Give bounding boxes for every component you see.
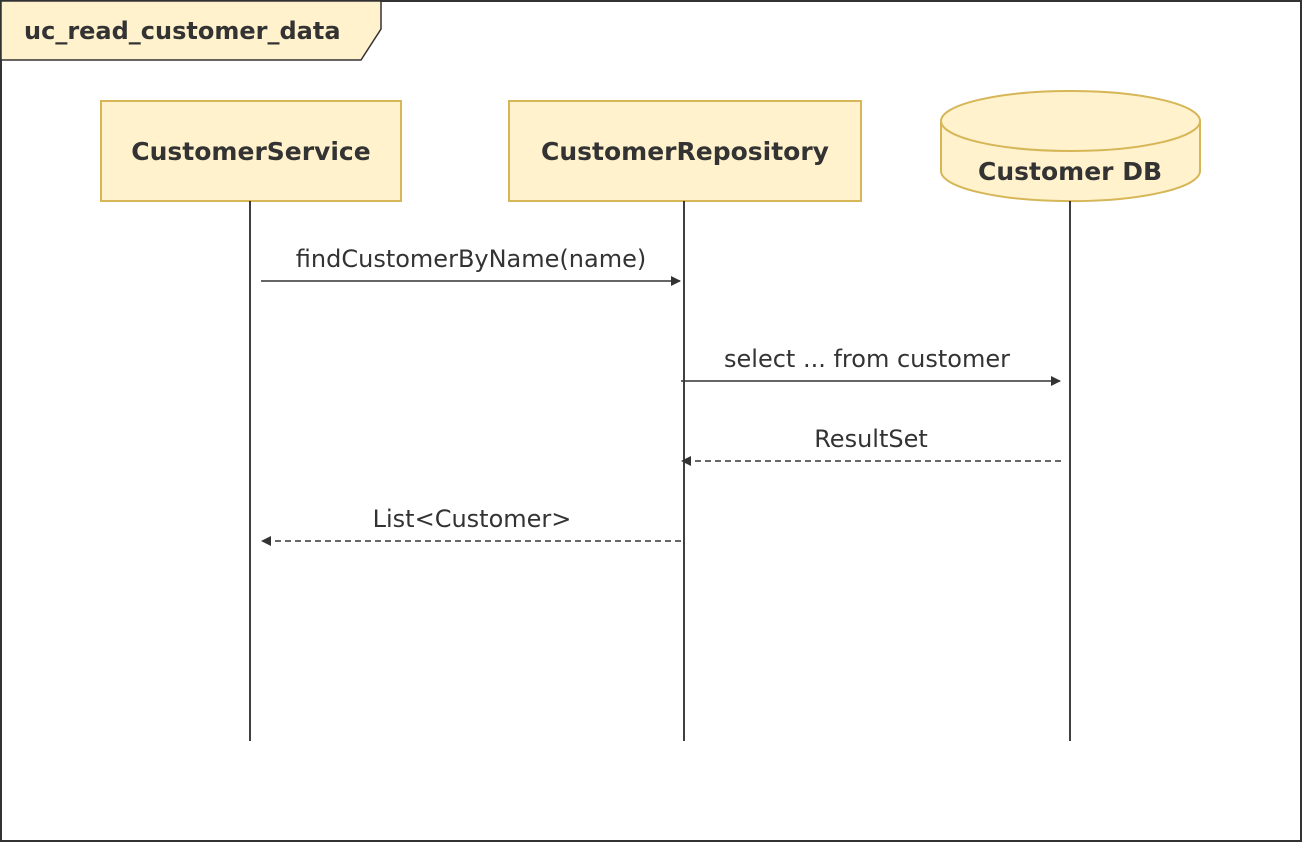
participant-box — [100, 100, 402, 202]
participant-customer-db[interactable]: Customer DB — [940, 90, 1201, 203]
frame-title-tab — [0, 0, 382, 61]
message-result-set[interactable]: ResultSet — [681, 425, 1061, 466]
participant-customer-service[interactable]: CustomerService — [100, 100, 402, 202]
message-list-customer[interactable]: List<Customer> — [261, 505, 681, 546]
message-label: findCustomerByName(name) — [296, 245, 646, 273]
participant-customer-repository[interactable]: CustomerRepository — [508, 100, 862, 202]
message-label: List<Customer> — [373, 505, 572, 533]
participant-label: CustomerRepository — [541, 137, 829, 166]
participant-box — [508, 100, 862, 202]
message-label: select ... from customer — [724, 345, 1010, 373]
database-cylinder-top — [940, 90, 1201, 152]
message-label: ResultSet — [814, 425, 928, 453]
frame-title: uc_read_customer_data — [24, 17, 341, 45]
message-select-from-customer[interactable]: select ... from customer — [681, 345, 1061, 386]
message-find-customer-by-name[interactable]: findCustomerByName(name) — [261, 245, 681, 286]
participant-label: Customer DB — [978, 157, 1162, 186]
participant-label: CustomerService — [131, 137, 370, 166]
